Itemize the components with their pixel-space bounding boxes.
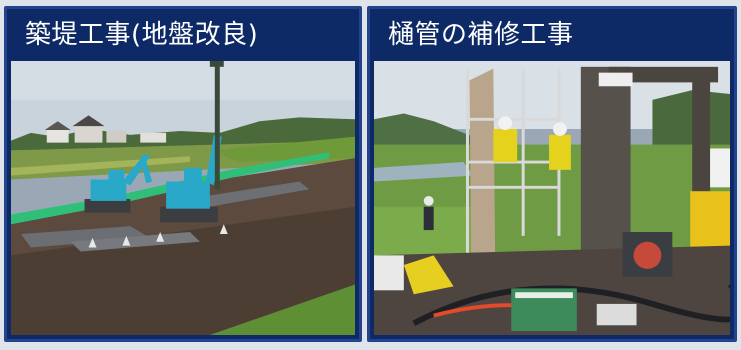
repair-site-photo	[374, 61, 730, 335]
construction-site-photo	[11, 61, 355, 335]
panel-sluice-repair-work: 樋管の補修工事	[367, 6, 737, 342]
photo-embankment-ground-improvement	[11, 61, 355, 335]
panel-title: 築堤工事(地盤改良)	[25, 20, 259, 50]
panel-embankment-work: 築堤工事(地盤改良)	[4, 6, 362, 342]
panel-title: 樋管の補修工事	[388, 20, 574, 50]
photo-sluice-pipe-repair	[374, 61, 730, 335]
